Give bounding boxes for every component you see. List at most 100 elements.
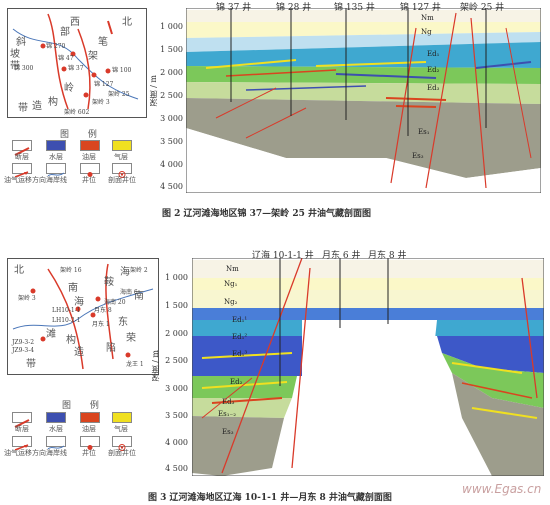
- map-label-po: 坡: [10, 49, 20, 60]
- strat-label: Ed₁³: [232, 350, 248, 358]
- legend-label: 水层: [49, 425, 63, 433]
- map-label: 构: [66, 335, 76, 346]
- strat-label: Ng₂: [224, 298, 238, 306]
- section-well-icon: [112, 436, 132, 451]
- strat-label: Ed₁¹: [232, 316, 248, 324]
- legend-label: 井位: [82, 176, 96, 184]
- well-name: 锦 37 井: [216, 3, 252, 13]
- fig2-location-map: 西 部 斜 坡 带 北 笔 架 岭 构 造 带 锦 270 锦 47 锦 300…: [7, 8, 147, 118]
- strat-label: Nm: [421, 14, 434, 22]
- well-label: 锦 270: [46, 43, 66, 50]
- map-label-gou: 构: [48, 97, 58, 108]
- map-label: 滩: [46, 329, 56, 340]
- map-label: 带: [26, 359, 36, 370]
- depth-tick: 4 000: [165, 438, 188, 447]
- depth-tick: 3 500: [160, 137, 183, 146]
- well-label: JZ9-3-2: [12, 339, 35, 346]
- well-name: 月东 8 井: [368, 251, 407, 261]
- well-name: 辽海 10-1-1 井: [252, 251, 314, 261]
- gas-swatch: [112, 412, 132, 423]
- oil-swatch: [80, 140, 100, 151]
- migration-arrow-icon: [12, 436, 32, 451]
- well-label: 锦 47: [58, 55, 74, 62]
- well-label: 锦 127: [94, 81, 114, 88]
- well-label: LH10-2-1: [52, 317, 81, 324]
- map-label-xie: 斜: [16, 37, 26, 48]
- legend-label: 断层: [15, 153, 29, 161]
- strat-label: Es₁₋₂: [218, 410, 237, 418]
- well-name: 架岭 25 井: [460, 3, 505, 13]
- legend-label: 油气运移方向: [4, 176, 46, 184]
- depth-tick: 3 500: [165, 411, 188, 420]
- map-label: 海: [120, 267, 130, 278]
- watermark: www.Egas.cn: [462, 482, 542, 496]
- strat-label: Ed₃: [222, 398, 235, 406]
- well-label: 架岭 602: [64, 109, 90, 116]
- well-label: 架岭 2: [130, 267, 148, 274]
- depth-tick: 2 000: [160, 68, 183, 77]
- map-label-dai: 带: [10, 61, 20, 72]
- well-name: 锦 135 井: [334, 3, 375, 13]
- well-label: 月东 8: [94, 307, 112, 314]
- well-icon: [80, 163, 100, 177]
- legend-label: 剖面井位: [108, 449, 136, 457]
- strat-label: Es₁: [418, 128, 430, 136]
- well-label: 月东 1: [92, 321, 110, 328]
- depth-tick: 1 000: [160, 22, 183, 31]
- map-label: 荣: [126, 333, 136, 344]
- legend-label: 断层: [15, 425, 29, 433]
- legend-label: 海岸线: [46, 449, 67, 457]
- strat-label: Ng: [421, 28, 432, 36]
- well-label: 海南 6: [120, 289, 138, 296]
- map-label: 陷: [106, 343, 116, 354]
- fig3-ylabel: 深度 / m: [151, 350, 160, 382]
- fig3-legend-title: 图 例: [62, 401, 107, 411]
- map-label-dai2: 带: [18, 103, 28, 114]
- depth-tick: 4 000: [160, 160, 183, 169]
- fig3-map-lines: [12, 263, 154, 370]
- map-label: 东: [118, 317, 128, 328]
- well-label: 锦 100: [112, 67, 132, 74]
- legend-label: 油气运移方向: [4, 449, 46, 457]
- depth-tick: 4 500: [165, 464, 188, 473]
- well-label: JZ9-3-4: [12, 347, 35, 354]
- map-label-jia: 架: [88, 51, 98, 62]
- strat-label: Ed₃: [427, 84, 440, 92]
- depth-tick: 1 000: [165, 273, 188, 282]
- strat-label: Nm: [226, 265, 239, 273]
- map-label: 造: [74, 347, 84, 358]
- depth-tick: 1 500: [160, 45, 183, 54]
- map-label-bei: 北: [122, 17, 132, 28]
- oil-swatch: [80, 412, 100, 423]
- map-label-ling: 岭: [64, 83, 74, 94]
- fault-swatch: [12, 412, 32, 428]
- coastline-icon: [46, 436, 66, 450]
- depth-tick: 2 500: [160, 91, 183, 100]
- strat-label: Ed₁: [427, 50, 440, 58]
- well-icon: [80, 436, 100, 450]
- well-name: 锦 127 井: [400, 3, 441, 13]
- map-label: 海: [74, 297, 84, 308]
- well-label: 海南 20: [104, 299, 126, 306]
- fig3-location-map: 北 南 海 滩 构 造 带 海 南 鞍 东 陷 荣 架岭 16 架岭 3 架岭 …: [7, 258, 159, 375]
- depth-tick: 3 000: [160, 114, 183, 123]
- map-label-bu: 部: [60, 27, 70, 38]
- depth-tick: 1 500: [165, 301, 188, 310]
- well-label: 架岭 25: [108, 91, 130, 98]
- fig3-cross-section: [192, 258, 544, 476]
- map-label-xi: 西: [70, 17, 80, 28]
- strat-label: Es₃: [222, 428, 234, 436]
- fig3-caption: 图 3 辽河滩海地区辽海 10-1-1 井—月东 8 井油气藏剖面图: [148, 493, 392, 503]
- fig2-cross-section: [186, 8, 541, 193]
- strat-label: Ed₁²: [232, 333, 248, 341]
- well-name: 锦 28 井: [276, 3, 312, 13]
- water-swatch: [46, 412, 66, 423]
- well-label: 锦 37: [68, 65, 84, 72]
- section-well-icon: [112, 163, 132, 178]
- legend-label: 油层: [82, 153, 96, 161]
- depth-tick: 3 000: [165, 384, 188, 393]
- well-name: 月东 6 井: [322, 251, 361, 261]
- well-label: 架岭 16: [60, 267, 82, 274]
- legend-label: 井位: [82, 449, 96, 457]
- map-label: 南: [134, 291, 144, 302]
